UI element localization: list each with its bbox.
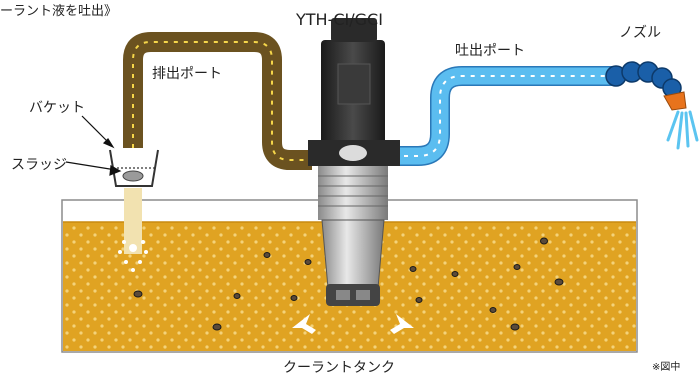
bucket: [109, 149, 159, 254]
footnote: ※図中: [652, 362, 681, 373]
sludge-drip: [118, 240, 148, 272]
model-label: YTH-CI/GCI: [296, 10, 383, 29]
outlet-hose: [394, 66, 612, 166]
pump: [308, 18, 400, 306]
intake-arrows: [292, 314, 414, 334]
sludge-label: スラッジ: [11, 157, 67, 173]
bucket-label: バケット: [29, 100, 85, 116]
sludge-particles: [133, 237, 564, 331]
drain-port-label: 排出ポート: [152, 66, 222, 82]
pointer-lines: [65, 115, 122, 176]
diagram-title: ーラント液を吐出》: [0, 4, 118, 19]
tank-label: クーラントタンク: [283, 360, 395, 376]
nozzle-label: ノズル: [619, 25, 661, 41]
spray: [666, 110, 699, 150]
drain-hose: [123, 32, 312, 170]
outlet-port-label: 吐出ポート: [455, 43, 525, 59]
nozzle: [605, 61, 687, 111]
